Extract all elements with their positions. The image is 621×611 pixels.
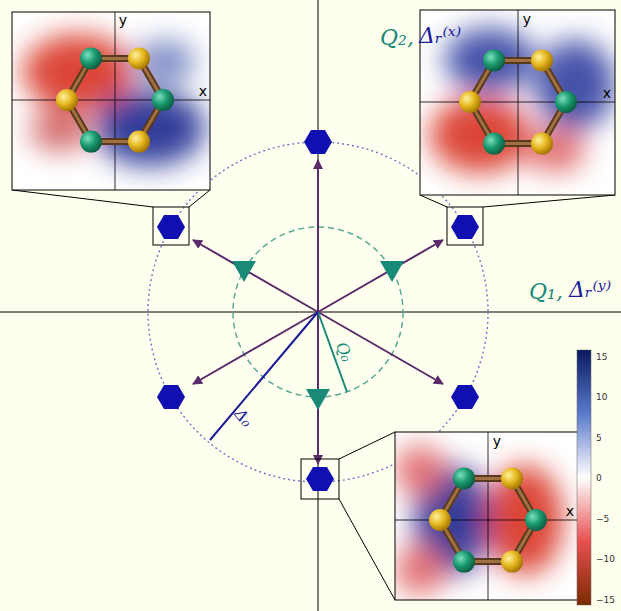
axis-label: Δᵣ⁽ʸ⁾ — [569, 279, 611, 301]
axis-label: Q₁, — [529, 281, 563, 303]
colorbar-tick: 0 — [596, 474, 602, 483]
inset-axis-label: y — [119, 13, 127, 27]
inset-axis-label: y — [523, 12, 531, 26]
inset-axis-label: x — [566, 504, 574, 518]
colorbar-tick: −10 — [596, 555, 615, 564]
colorbar-tick: 5 — [596, 434, 602, 443]
colorbar-tick: −15 — [596, 596, 615, 605]
inset-axis-label: x — [199, 84, 207, 98]
axis-label: Q₂, — [380, 27, 414, 49]
axis-label: Δᵣ⁽ˣ⁾ — [419, 25, 461, 47]
radius-label: Q₀ — [333, 340, 355, 364]
colorbar-tick: 15 — [596, 353, 607, 362]
colorbar-tick: −5 — [596, 515, 609, 524]
inset-axis-label: x — [603, 86, 611, 100]
colorbar-tick: 10 — [596, 393, 607, 402]
inset-axis-label: y — [493, 434, 501, 448]
